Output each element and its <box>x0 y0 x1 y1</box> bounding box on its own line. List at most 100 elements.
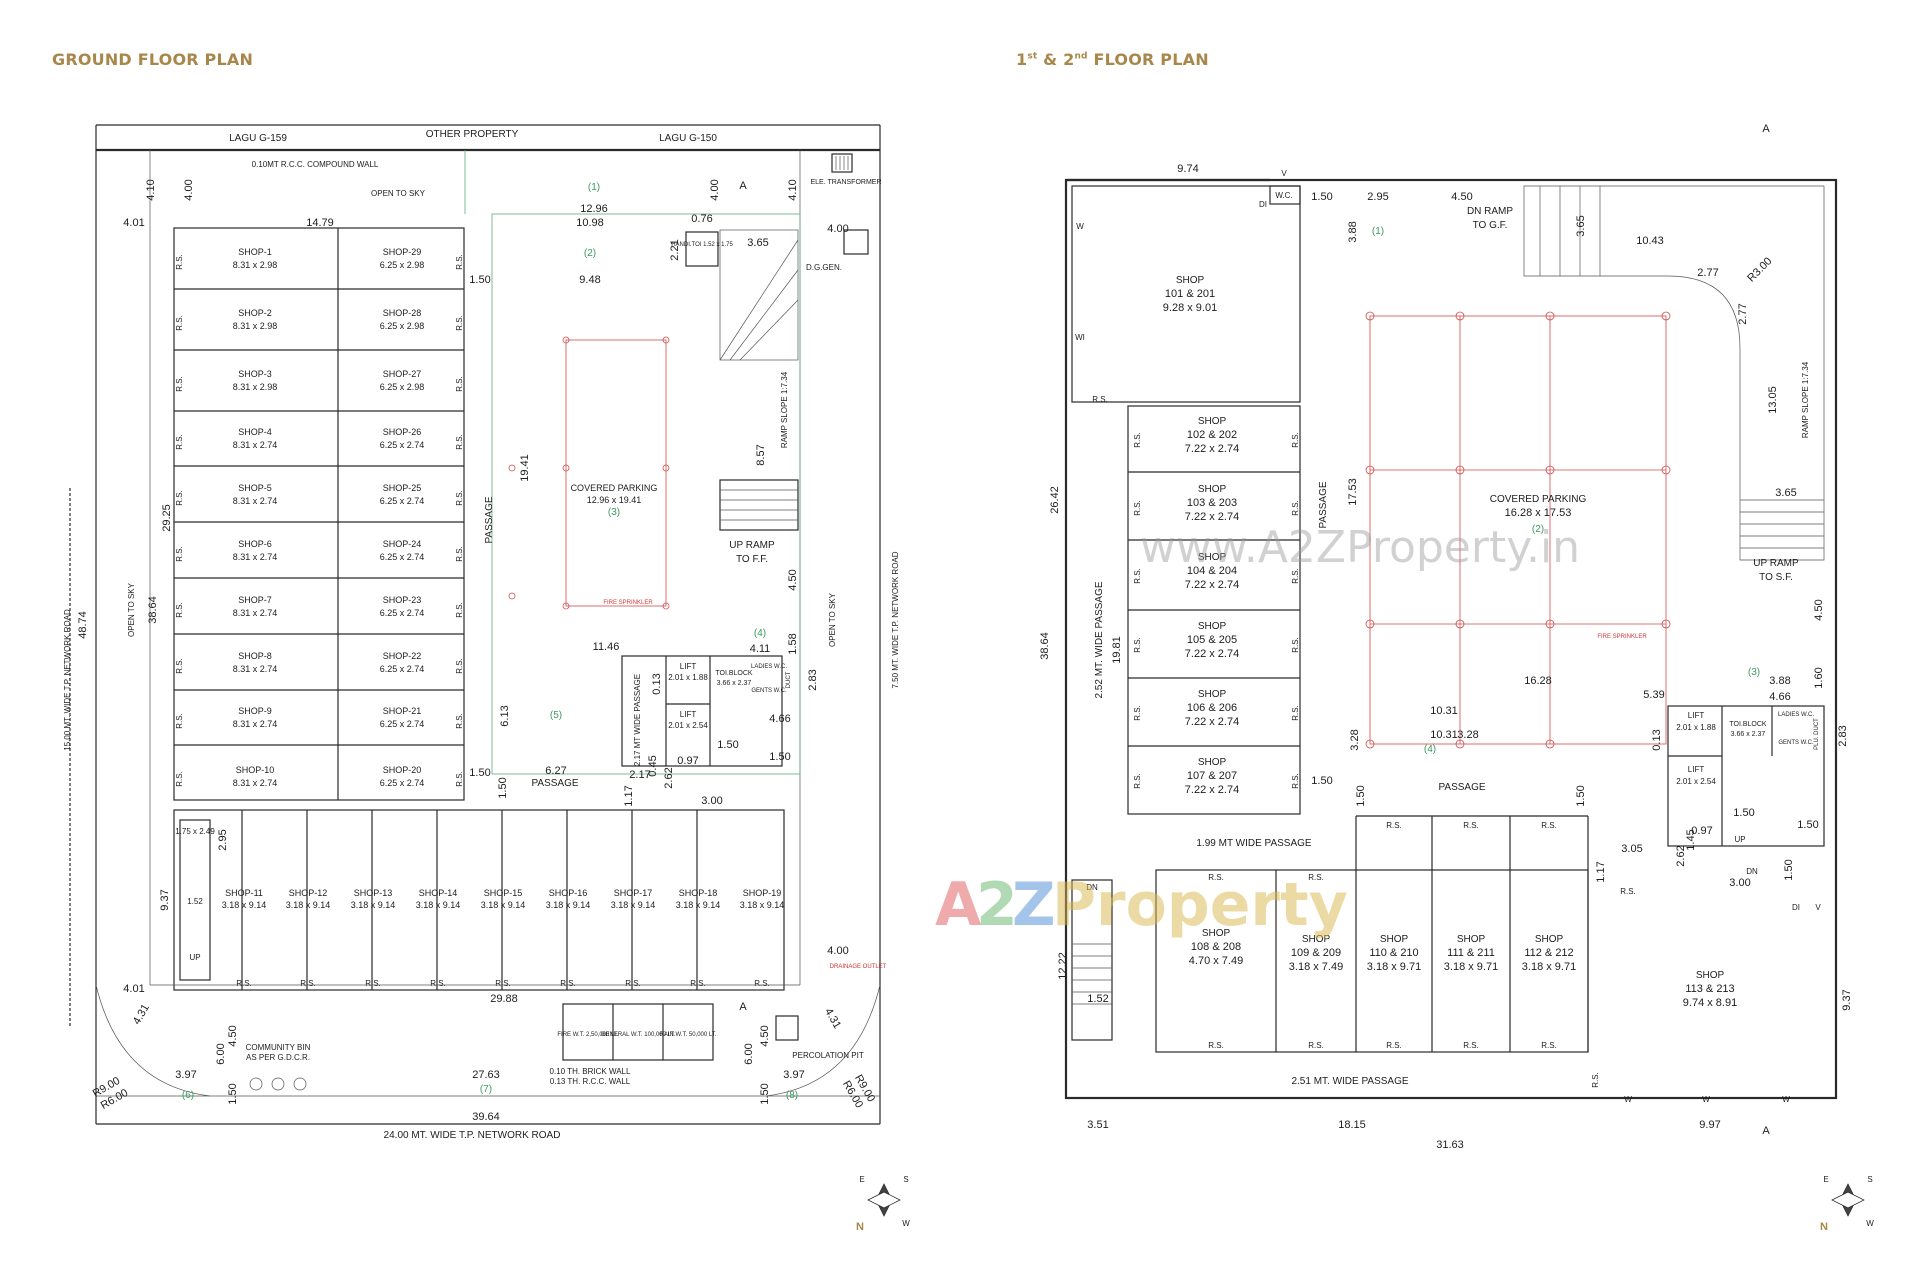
svg-text:3.97: 3.97 <box>783 1069 804 1081</box>
upper-dn-ramp-to: TO G.F. <box>1473 220 1508 231</box>
upper-parking-num: (2) <box>1532 524 1544 535</box>
right-shops: SHOP-296.25 x 2.98 SHOP-286.25 x 2.98 SH… <box>380 247 425 788</box>
shop-name: SHOP-6 <box>238 539 272 549</box>
svg-text:SHOP: SHOP <box>1198 484 1227 495</box>
shop-size: 6.25 x 2.74 <box>380 608 425 618</box>
svg-text:S: S <box>903 1175 908 1184</box>
svg-text:5.39: 5.39 <box>1643 689 1664 701</box>
svg-text:0.45: 0.45 <box>647 755 659 776</box>
svg-text:3.00: 3.00 <box>701 795 722 807</box>
shop-name: SHOP-14 <box>419 888 458 898</box>
svg-text:R.S.: R.S. <box>1092 395 1108 404</box>
ground-duct: DUCT <box>786 671 792 688</box>
shop-size: 8.31 x 2.74 <box>233 496 278 506</box>
transformer-label: ELE. TRANSFORMER <box>810 179 881 186</box>
shop-name: SHOP-16 <box>549 888 588 898</box>
svg-text:18.15: 18.15 <box>1338 1119 1366 1131</box>
svg-text:R.S.: R.S. <box>1208 1041 1224 1050</box>
svg-text:102 & 202: 102 & 202 <box>1187 429 1237 441</box>
shop101-name: SHOP <box>1176 275 1205 286</box>
ground-parking-label: COVERED PARKING <box>571 483 658 493</box>
svg-text:R.S.: R.S. <box>455 771 464 787</box>
svg-text:0.97: 0.97 <box>677 755 698 767</box>
svg-text:2.62: 2.62 <box>1675 845 1687 866</box>
svg-text:W: W <box>1702 1095 1710 1104</box>
svg-text:W: W <box>1782 1095 1790 1104</box>
tank-general: GENERAL W.T. 100,000 LT. <box>601 1032 676 1038</box>
svg-text:4.66: 4.66 <box>1769 691 1790 703</box>
svg-text:103 & 203: 103 & 203 <box>1187 497 1237 509</box>
svg-text:106 & 206: 106 & 206 <box>1187 702 1237 714</box>
svg-text:27.63: 27.63 <box>472 1069 500 1081</box>
shop113-name: SHOP <box>1696 970 1725 981</box>
shop-name: SHOP-28 <box>383 308 422 318</box>
svg-text:0.76: 0.76 <box>691 213 712 225</box>
shop-size: 6.25 x 2.74 <box>380 719 425 729</box>
svg-text:2.95: 2.95 <box>1367 191 1388 203</box>
svg-text:1.60: 1.60 <box>1813 667 1825 688</box>
svg-text:A: A <box>1762 123 1770 135</box>
ground-handitoi: HANDI.TOI 1.52 x 1.75 <box>671 242 733 248</box>
svg-text:3.88: 3.88 <box>1769 675 1790 687</box>
svg-text:108 & 208: 108 & 208 <box>1191 941 1241 953</box>
svg-text:V: V <box>1281 169 1287 178</box>
upper-ramp-slope: RAMP SLOPE 1:7.34 <box>1801 361 1810 438</box>
percolation-label: PERCOLATION PIT <box>792 1051 864 1060</box>
upper-bottom-rs: R.S. R.S. R.S. R.S. R.S. R.S. R.S. R.S. … <box>1208 821 1636 1088</box>
shop-size: 8.31 x 2.98 <box>233 382 278 392</box>
svg-text:109 & 209: 109 & 209 <box>1291 947 1341 959</box>
svg-text:3.65: 3.65 <box>747 237 768 249</box>
svg-text:1.50: 1.50 <box>1355 785 1367 806</box>
ground-passage-bottom: PASSAGE <box>531 778 578 789</box>
svg-text:1.50: 1.50 <box>1311 191 1332 203</box>
svg-text:R.S.: R.S. <box>1463 821 1479 830</box>
shop-name: SHOP-25 <box>383 483 422 493</box>
upper-up-ramp: UP RAMP <box>1753 558 1799 569</box>
svg-text:0.13: 0.13 <box>1651 729 1663 750</box>
svg-text:4.70 x 7.49: 4.70 x 7.49 <box>1189 955 1243 967</box>
svg-text:R.S.: R.S. <box>1133 773 1142 789</box>
svg-text:6.13: 6.13 <box>499 705 511 726</box>
svg-text:(7): (7) <box>480 1084 492 1095</box>
svg-text:26.42: 26.42 <box>1049 486 1061 514</box>
drainage-label: DRAINAGE OUTLET <box>830 964 887 970</box>
ground-rs-labels: R.S. R.S. R.S. R.S. R.S. R.S. R.S. R.S. … <box>175 254 464 787</box>
svg-text:38.64: 38.64 <box>147 596 159 624</box>
compass-upper: E S N W <box>1820 1175 1874 1233</box>
svg-text:R.S.: R.S. <box>175 658 184 674</box>
shop-size: 6.25 x 2.74 <box>380 552 425 562</box>
svg-text:SHOP: SHOP <box>1198 689 1227 700</box>
shop-name: SHOP-29 <box>383 247 422 257</box>
upper-wc: W.C. <box>1275 191 1292 200</box>
shop-name: SHOP-26 <box>383 427 422 437</box>
svg-text:DN: DN <box>1746 867 1758 876</box>
ground-floor-title: GROUND FLOOR PLAN <box>52 50 254 69</box>
left-road-dim: 48.74 <box>77 611 89 639</box>
svg-text:R.S.: R.S. <box>1291 432 1300 448</box>
svg-text:1.58: 1.58 <box>787 633 799 654</box>
svg-text:29.88: 29.88 <box>490 993 518 1005</box>
shop-size: 8.31 x 2.98 <box>233 260 278 270</box>
upper-passage-252: 2.52 MT. WIDE PASSAGE <box>1094 581 1105 698</box>
svg-text:4.50: 4.50 <box>1813 599 1825 620</box>
svg-text:7.22 x 2.74: 7.22 x 2.74 <box>1185 511 1239 523</box>
svg-text:2.17: 2.17 <box>629 769 650 781</box>
svg-text:1.50: 1.50 <box>1733 807 1754 819</box>
svg-text:R.S.: R.S. <box>1308 1041 1324 1050</box>
svg-text:9.37: 9.37 <box>159 889 171 910</box>
svg-text:W: W <box>1076 222 1084 231</box>
svg-text:R.S.: R.S. <box>1386 821 1402 830</box>
svg-text:R.S.: R.S. <box>1133 568 1142 584</box>
svg-text:(4): (4) <box>1424 744 1436 755</box>
svg-text:(2): (2) <box>584 248 596 259</box>
ground-ramp-slope: RAMP SLOPE 1:7.34 <box>780 371 789 448</box>
svg-text:R.S.: R.S. <box>175 254 184 270</box>
svg-text:1.50: 1.50 <box>769 751 790 763</box>
dg-label: D.G.GEN. <box>806 263 842 272</box>
ground-lift1-size: 2.01 x 1.88 <box>668 673 708 682</box>
svg-text:3.88: 3.88 <box>1347 221 1359 242</box>
shop-size: 8.31 x 2.74 <box>233 719 278 729</box>
svg-text:(1): (1) <box>1372 226 1384 237</box>
